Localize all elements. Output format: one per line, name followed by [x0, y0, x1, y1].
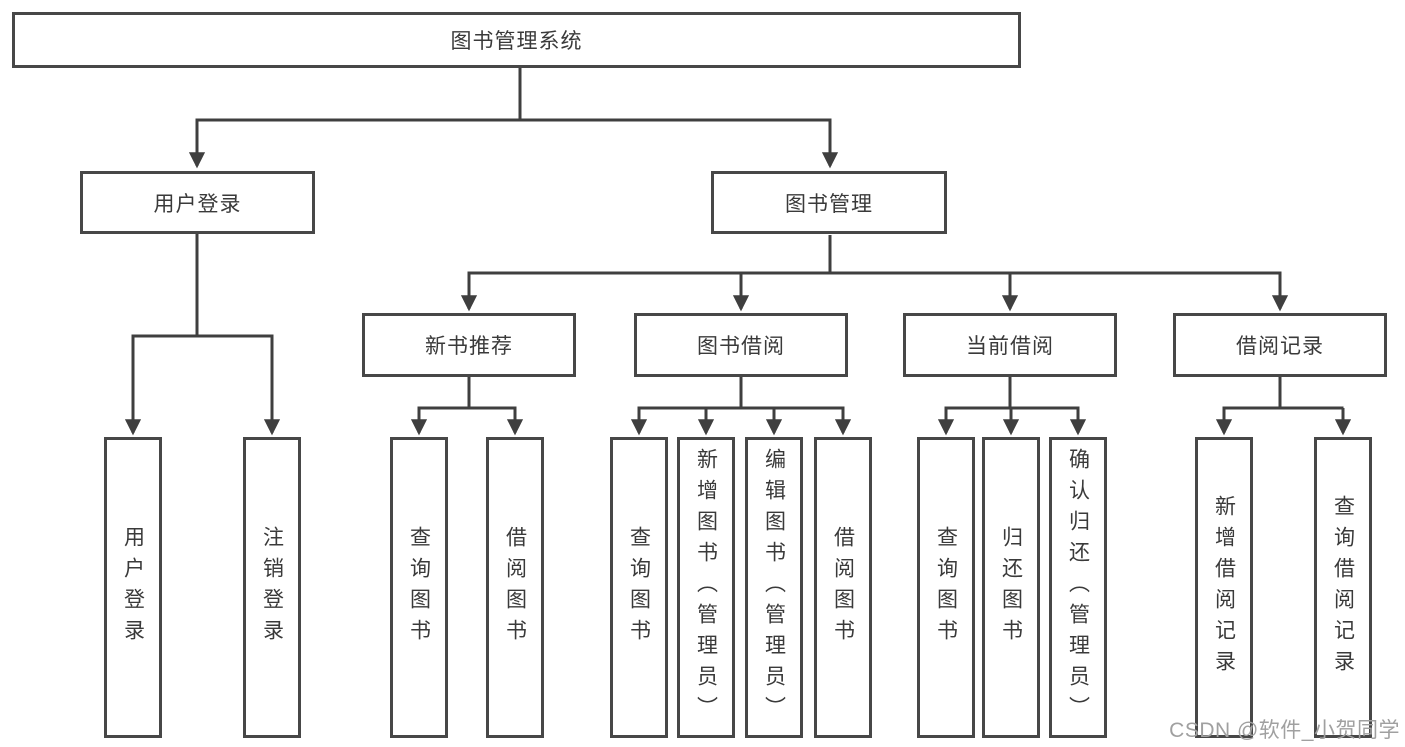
- node-label: 借阅记录: [1236, 335, 1324, 358]
- connector-book-management: [460, 235, 1289, 312]
- node-label: 当前借阅: [966, 335, 1054, 358]
- connector-user-login: [124, 233, 281, 436]
- node-label: 新增借阅记录: [1212, 494, 1236, 681]
- node-label: 查询图书: [627, 525, 651, 650]
- node-label: 用户登录: [153, 192, 242, 216]
- node-label: 新增图书（管理员）: [694, 448, 718, 727]
- leaf-query-book-2: 查询图书: [610, 437, 668, 738]
- node-label: 借阅图书: [831, 525, 855, 650]
- csdn-watermark: CSDN @软件_小贺同学: [1169, 719, 1400, 742]
- node-label: 查询图书: [934, 525, 958, 650]
- leaf-query-book-1: 查询图书: [390, 437, 448, 738]
- node-label: 确认归还（管理员）: [1066, 448, 1090, 727]
- leaf-user-login: 用户登录: [104, 437, 162, 738]
- leaf-query-book-3: 查询图书: [917, 437, 975, 738]
- node-label: 查询图书: [407, 525, 431, 650]
- node-new-book-recommend: 新书推荐: [362, 313, 576, 377]
- node-label: 图书管理: [785, 192, 873, 216]
- node-label: 新书推荐: [425, 335, 513, 358]
- node-label: 图书借阅: [697, 335, 785, 358]
- leaf-add-borrow-record: 新增借阅记录: [1195, 437, 1253, 738]
- connector-borrow-records: [1215, 377, 1352, 436]
- node-current-borrow: 当前借阅: [903, 313, 1117, 377]
- node-book-borrow: 图书借阅: [634, 313, 848, 377]
- connector-new-book: [410, 377, 524, 436]
- node-label: 注销登录: [260, 525, 284, 650]
- connector-book-borrow: [630, 377, 852, 436]
- leaf-query-borrow-record: 查询借阅记录: [1314, 437, 1372, 738]
- leaf-edit-book-admin: 编辑图书（管理员）: [745, 437, 803, 738]
- connector-current-borrow: [937, 377, 1087, 436]
- node-book-management: 图书管理: [711, 171, 947, 234]
- connector-root: [188, 68, 839, 169]
- node-borrow-records: 借阅记录: [1173, 313, 1387, 377]
- node-user-login: 用户登录: [80, 171, 315, 234]
- node-label: 图书管理系统: [450, 30, 583, 53]
- node-label: 归还图书: [999, 525, 1023, 650]
- leaf-borrow-book-2: 借阅图书: [814, 437, 872, 738]
- leaf-logout: 注销登录: [243, 437, 301, 738]
- leaf-add-book-admin: 新增图书（管理员）: [677, 437, 735, 738]
- leaf-confirm-return-admin: 确认归还（管理员）: [1049, 437, 1107, 738]
- leaf-return-book: 归还图书: [982, 437, 1040, 738]
- node-label: 编辑图书（管理员）: [762, 448, 786, 727]
- leaf-borrow-book-1: 借阅图书: [486, 437, 544, 738]
- node-label: 用户登录: [121, 525, 145, 650]
- node-label: 查询借阅记录: [1331, 494, 1355, 681]
- node-label: 借阅图书: [503, 525, 527, 650]
- node-root-system: 图书管理系统: [12, 12, 1021, 68]
